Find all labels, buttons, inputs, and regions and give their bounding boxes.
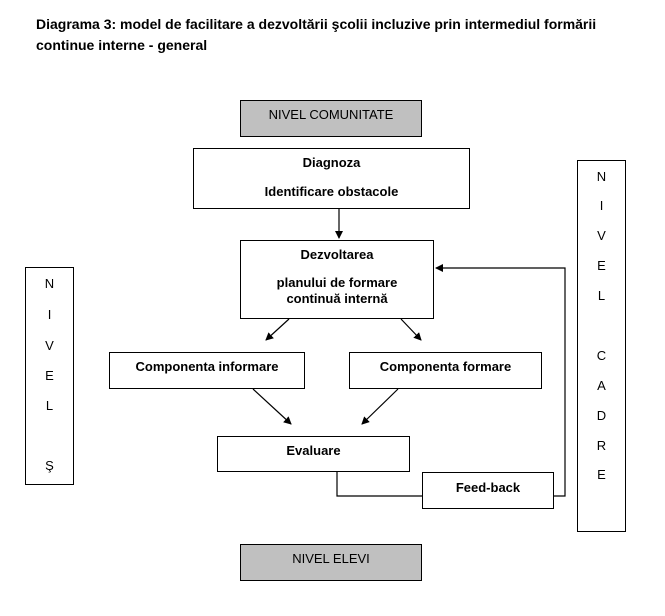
arrow-feedback-to-dezvoltarea <box>435 264 566 497</box>
evaluare-label: Evaluare <box>286 443 341 458</box>
nivel-scoala-box: N I V E L Ş <box>25 267 74 485</box>
diagram-title: Diagrama 3: model de facilitare a dezvol… <box>36 14 646 56</box>
nivel-cadre-letter: A <box>597 378 606 393</box>
arrow-formare-to-evaluare <box>361 388 399 425</box>
componenta-informare-box: Componenta informare <box>109 352 305 389</box>
nivel-scoala-letter: E <box>45 368 54 383</box>
dezvoltarea-box: Dezvoltarea planului de formare continuă… <box>240 240 434 319</box>
dezvoltarea-heading: Dezvoltarea <box>300 247 374 262</box>
nivel-comunitate-label: NIVEL COMUNITATE <box>268 107 394 122</box>
feedback-label: Feed-back <box>455 480 521 495</box>
nivel-cadre-letter: C <box>596 348 607 363</box>
nivel-comunitate-box: NIVEL COMUNITATE <box>240 100 422 137</box>
nivel-scoala-letter: V <box>45 338 54 353</box>
evaluare-box: Evaluare <box>217 436 410 472</box>
componenta-formare-label: Componenta formare <box>379 359 512 374</box>
nivel-scoala-letter: I <box>47 307 52 322</box>
nivel-scoala-letter: N <box>44 276 55 291</box>
diagnoza-box: Diagnoza Identificare obstacole <box>193 148 470 209</box>
feedback-box: Feed-back <box>422 472 554 509</box>
nivel-cadre-letter: I <box>599 198 604 213</box>
title-line-1: Diagrama 3: model de facilitare a dezvol… <box>36 16 597 32</box>
diagnoza-heading: Diagnoza <box>302 155 361 170</box>
nivel-cadre-letter: R <box>596 438 607 453</box>
diagnoza-subtext: Identificare obstacole <box>264 184 399 199</box>
nivel-scoala-letter: L <box>45 398 54 413</box>
dezvoltarea-line-2: planului de formare <box>276 275 398 290</box>
arrow-dezvoltarea-to-informare <box>265 318 290 341</box>
nivel-cadre-letter: L <box>597 288 606 303</box>
arrow-informare-to-evaluare <box>252 388 292 425</box>
nivel-cadre-letter: N <box>596 169 607 184</box>
nivel-cadre-letter: D <box>596 408 607 423</box>
componenta-formare-box: Componenta formare <box>349 352 542 389</box>
nivel-cadre-letter: V <box>597 228 606 243</box>
title-line-2: continue interne - general <box>36 37 208 53</box>
nivel-cadre-letter: E <box>597 258 606 273</box>
line-evaluare-to-feedback <box>336 472 422 497</box>
nivel-cadre-box: N I V E L C A D R E <box>577 160 626 532</box>
nivel-elevi-label: NIVEL ELEVI <box>292 551 370 566</box>
dezvoltarea-line-3: continuă internă <box>286 291 388 306</box>
nivel-scoala-letter: Ş <box>45 458 54 473</box>
arrow-dezvoltarea-to-formare <box>400 318 422 341</box>
nivel-cadre-letter: E <box>597 467 606 482</box>
componenta-informare-label: Componenta informare <box>135 359 279 374</box>
nivel-elevi-box: NIVEL ELEVI <box>240 544 422 581</box>
